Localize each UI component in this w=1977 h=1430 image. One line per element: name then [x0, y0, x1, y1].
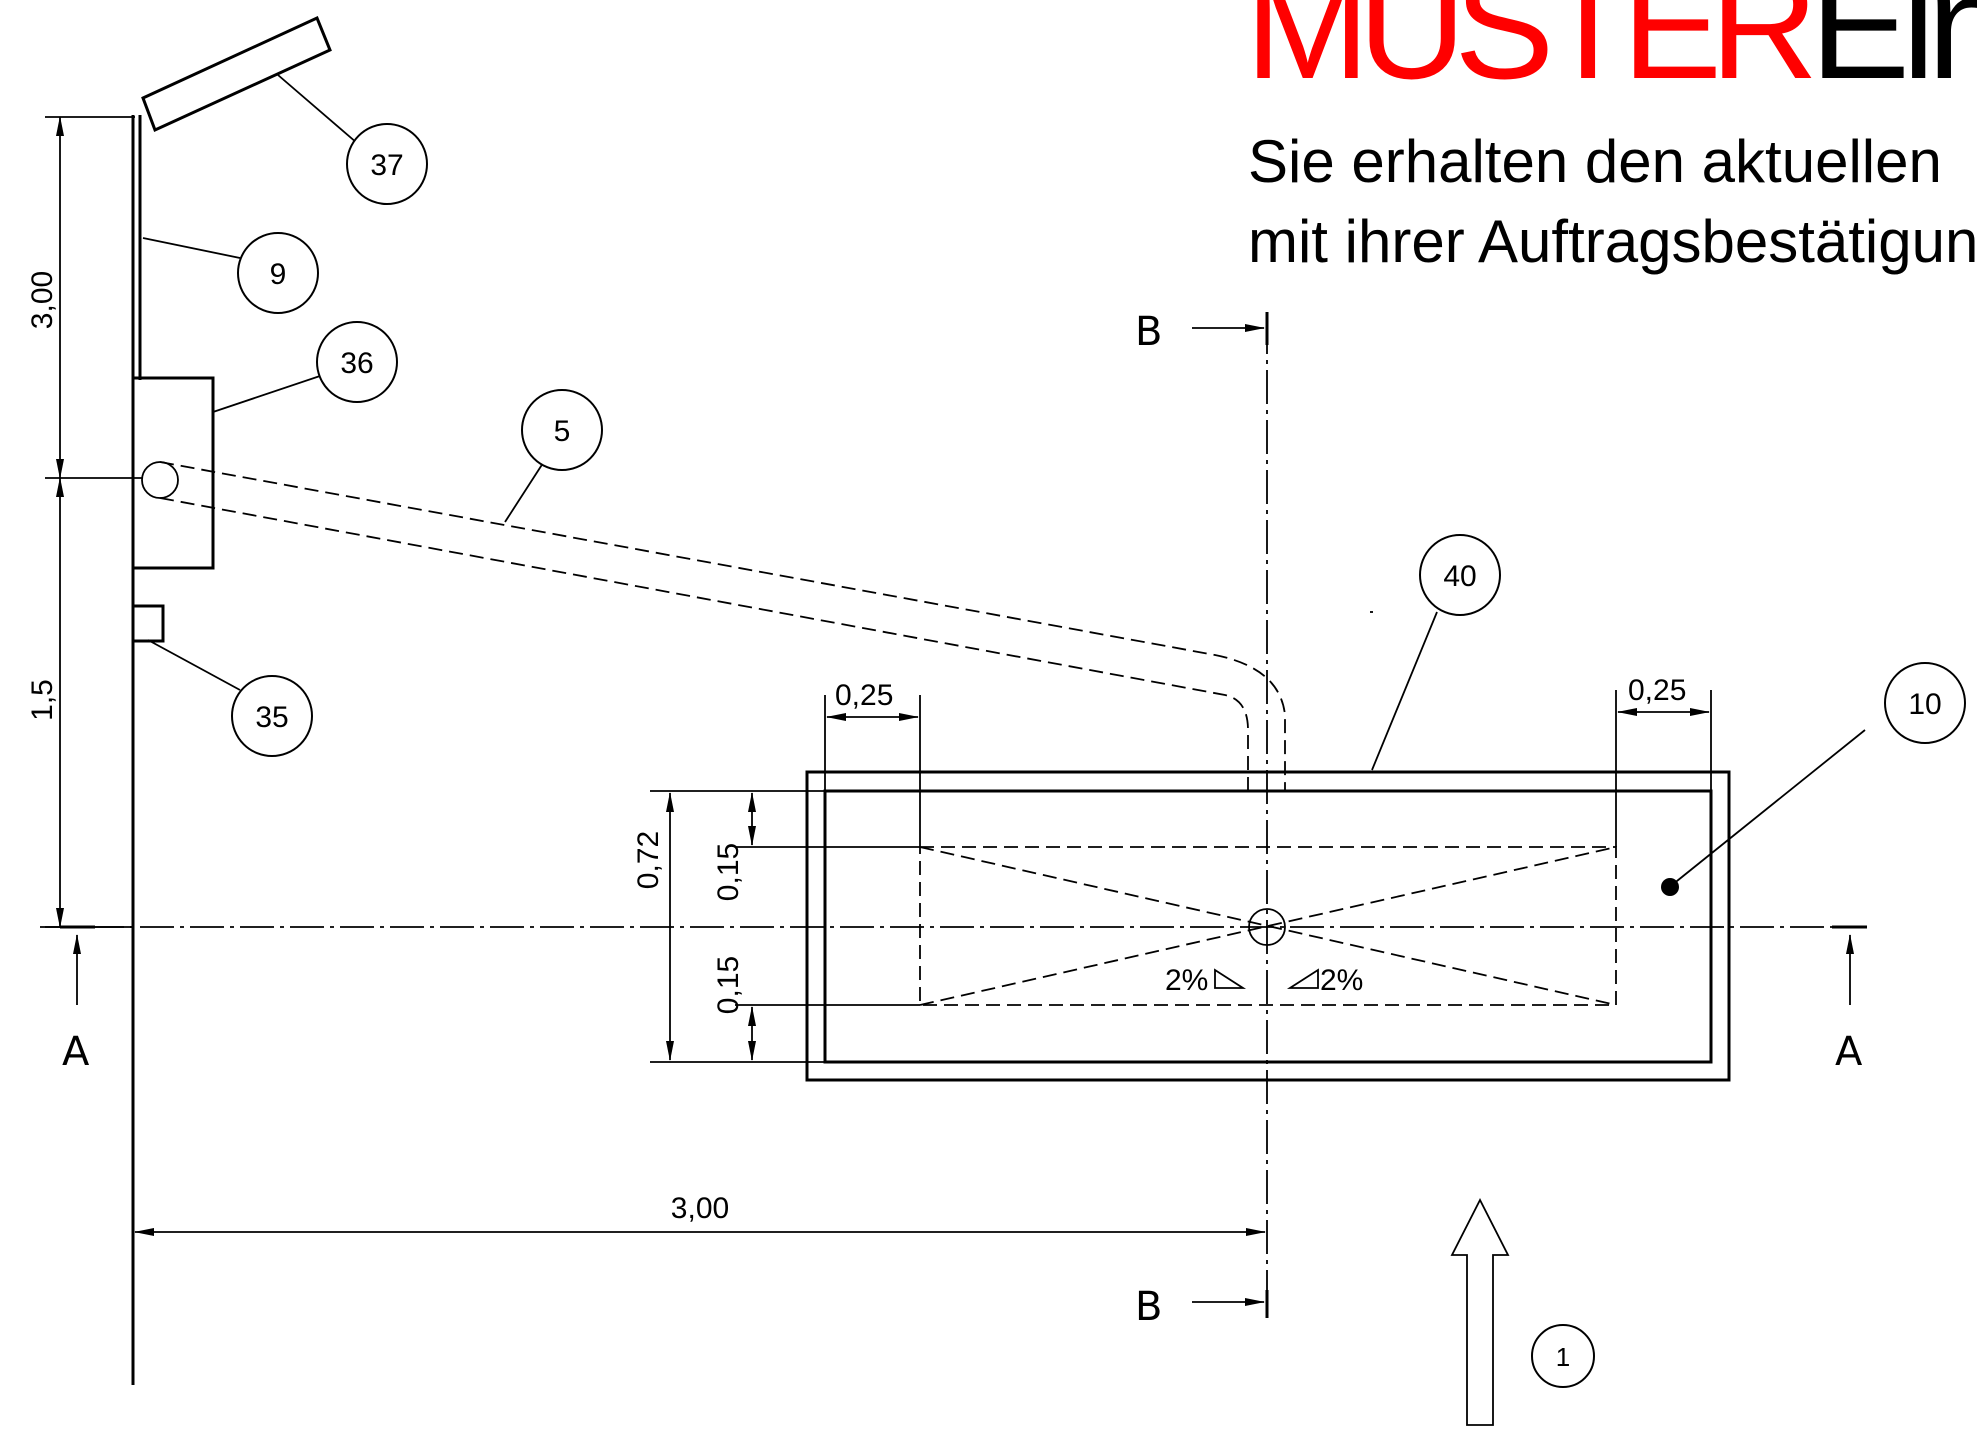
callout-36: 36: [316, 321, 398, 403]
svg-text:37: 37: [370, 149, 403, 182]
slope-right-text: 2%: [1320, 964, 1363, 997]
watermark-black-text: Ein: [1810, 0, 1977, 110]
inner-dashed-area: [919, 846, 1617, 1006]
pipe-dashed-lower: [159, 497, 1249, 790]
solar-panel: [141, 15, 332, 133]
dim-text-025-left: 0,25: [835, 679, 893, 712]
pipe-end: [141, 461, 179, 499]
slope-right-icon: [1286, 968, 1319, 989]
callout-1: 1: [1531, 1324, 1595, 1388]
section-b-bottom-label: B: [1135, 1284, 1162, 1330]
section-a-right-label: A: [1835, 1029, 1863, 1075]
diagonal-1: [919, 846, 1617, 1006]
leader-37: [277, 74, 358, 144]
svg-text:9: 9: [270, 258, 287, 291]
slope-left-icon: [1214, 968, 1247, 989]
note-line-2: mit ihrer Auftragsbestätigung: [1248, 208, 1977, 275]
note-line-1: Sie erhalten den aktuellen: [1248, 128, 1942, 195]
leader-9: [142, 237, 241, 259]
svg-text:1: 1: [1556, 1342, 1570, 1372]
callout-10: 10: [1884, 662, 1966, 744]
dim-text-015-upper: 0,15: [712, 843, 745, 901]
leader-10: [1671, 729, 1866, 886]
section-a-left-label: A: [62, 1029, 90, 1075]
dim-text-horizontal: 3,00: [671, 1192, 729, 1225]
dim-text-vertical-upper: 3,00: [26, 271, 59, 329]
watermark-red-text: MUSTER: [1245, 0, 1812, 110]
svg-text:40: 40: [1443, 560, 1476, 593]
leader-35: [147, 639, 241, 691]
dim-text-015-lower: 0,15: [712, 956, 745, 1014]
section-b-top-label: B: [1135, 309, 1162, 355]
callout-35: 35: [231, 675, 313, 757]
callout-9: 9: [237, 232, 319, 314]
outer-frame: [805, 770, 1731, 1082]
drain-circle: [1248, 908, 1286, 946]
callout-37: 37: [346, 123, 428, 205]
svg-text:10: 10: [1908, 688, 1941, 721]
leader-40-main: [1371, 611, 1438, 771]
dim-text-072: 0,72: [632, 831, 665, 889]
inner-frame: [823, 789, 1713, 1064]
svg-text:5: 5: [554, 415, 571, 448]
flow-arrow: [1450, 1198, 1510, 1426]
diagonal-2: [919, 846, 1617, 1006]
dim-text-vertical-lower: 1,5: [26, 679, 59, 721]
callout-40: 40: [1419, 534, 1501, 616]
dim-text-025-right: 0,25: [1628, 674, 1686, 707]
control-box: [131, 376, 215, 570]
leader-36: [212, 375, 321, 413]
leader-5: [504, 459, 546, 523]
pipe-dashed-upper: [159, 461, 1286, 790]
callout-5: 5: [521, 389, 603, 471]
fitting: [131, 604, 165, 643]
slope-left-text: 2%: [1165, 964, 1208, 997]
svg-text:36: 36: [340, 347, 373, 380]
svg-text:35: 35: [255, 701, 288, 734]
